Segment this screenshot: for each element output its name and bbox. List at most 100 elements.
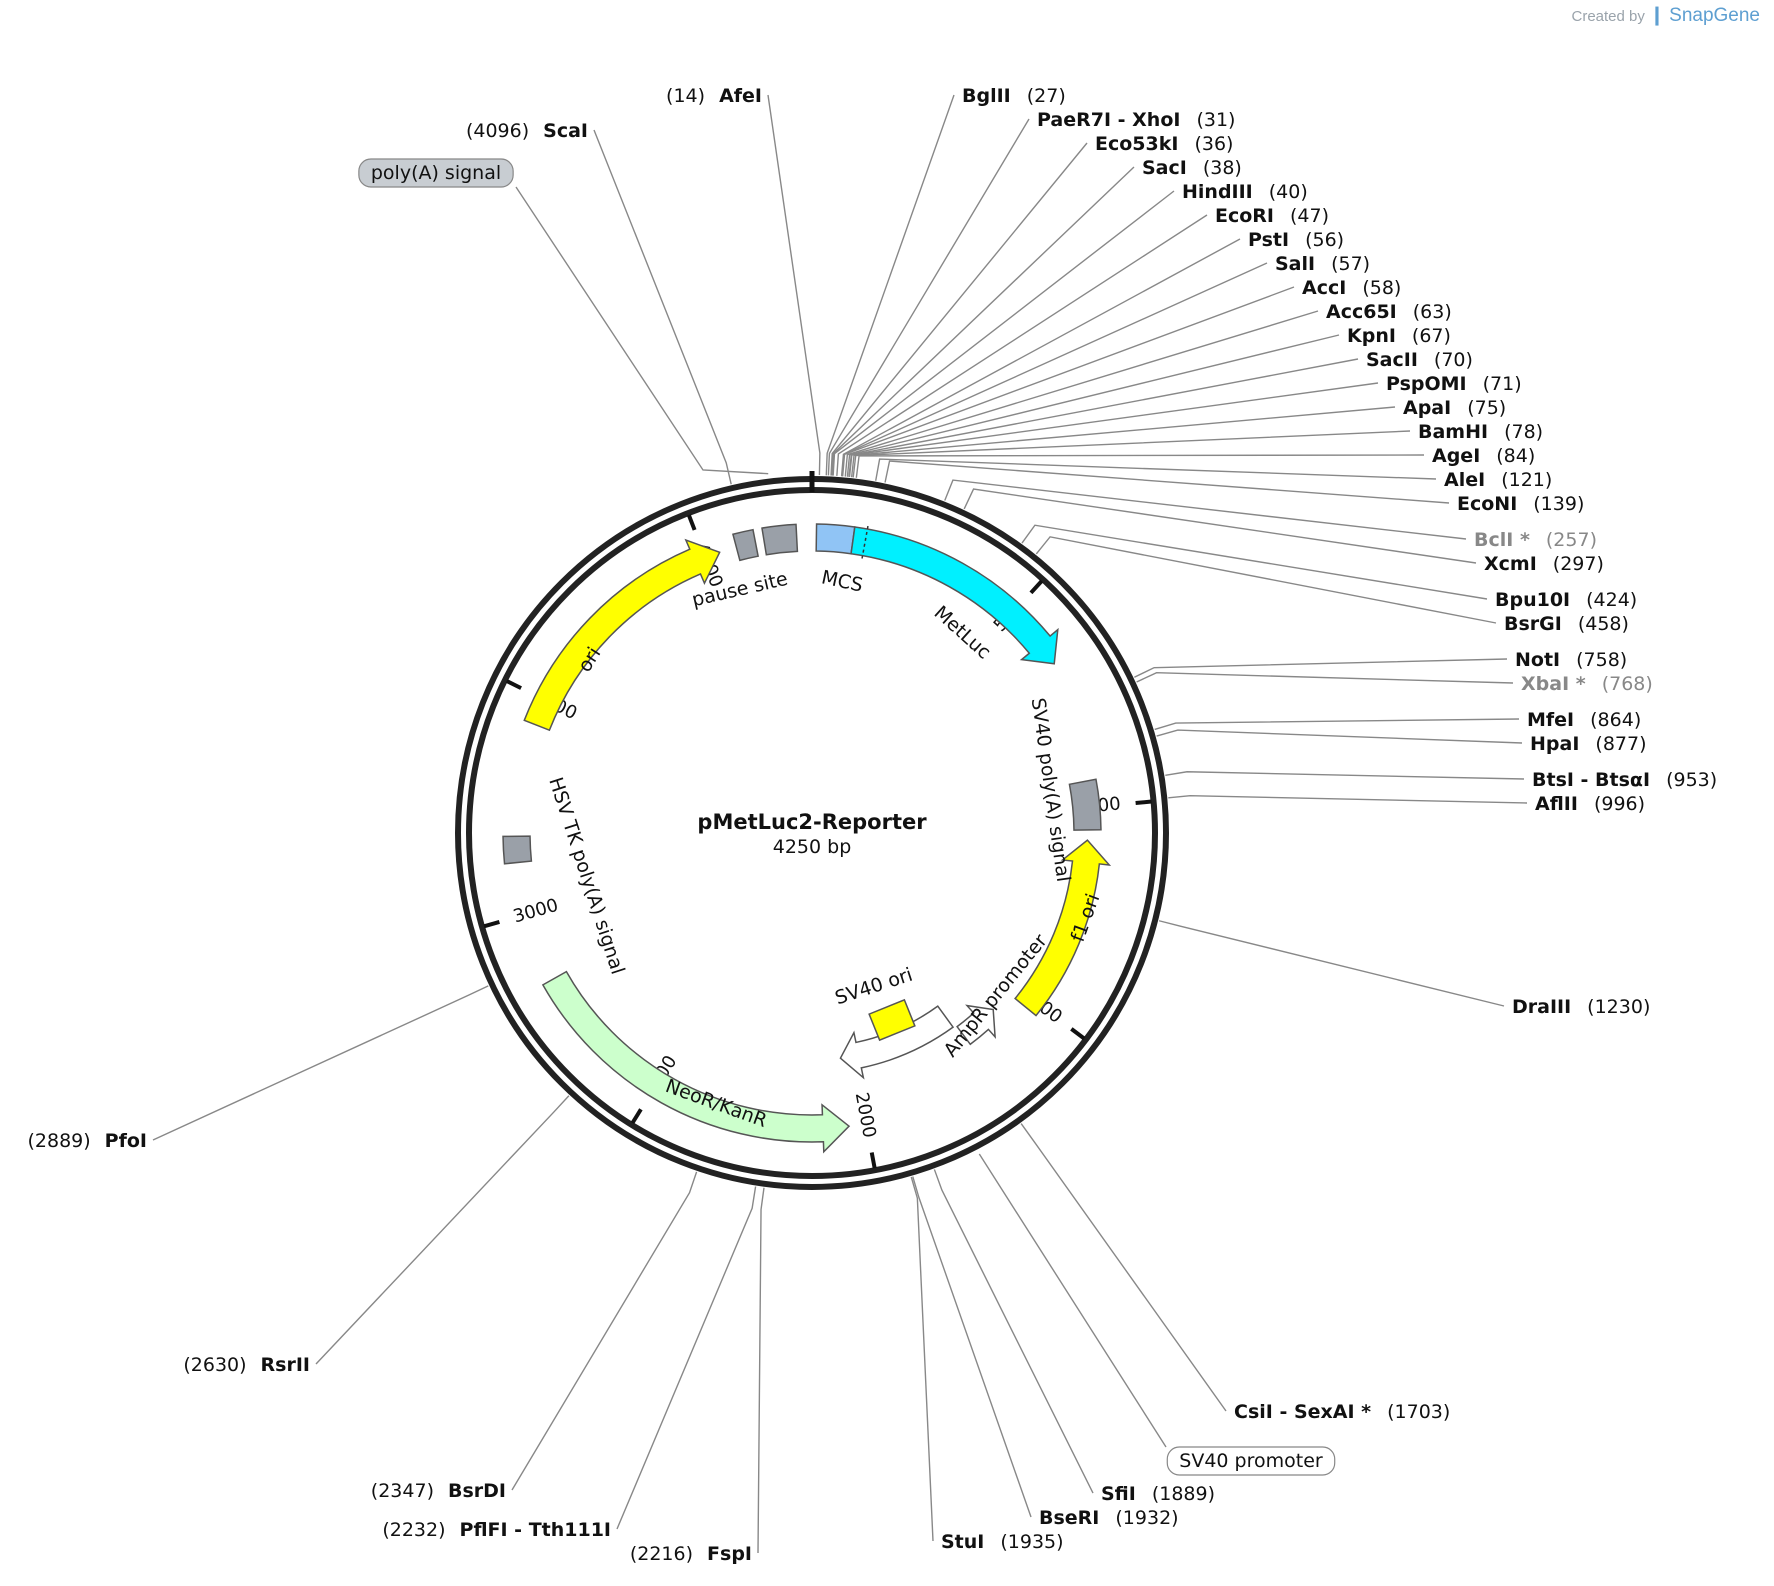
site-text: BclI *: [1474, 529, 1530, 551]
mcs-label: MCS: [819, 566, 864, 596]
sv40-promoter-pill[interactable]: SV40 promoter: [1166, 1446, 1336, 1476]
site-label-eco53ki[interactable]: Eco53kI(36): [1095, 133, 1233, 155]
site-label-bpu10i[interactable]: Bpu10I (424): [1495, 589, 1637, 611]
leader-line-eco53ki: [830, 142, 1088, 476]
plasmid-size: 4250 bp: [773, 836, 852, 858]
sv40-ori-feature: [868, 998, 916, 1042]
site-label-noti[interactable]: NotI(758): [1515, 649, 1627, 671]
site-text: (78): [1504, 421, 1543, 443]
site-label-alei[interactable]: AleI(121): [1444, 469, 1552, 491]
sv40-promoter-pill-leader: [978, 1153, 1167, 1448]
site-text: MfeI: [1527, 709, 1574, 731]
site-label-mfei[interactable]: MfeI(864): [1527, 709, 1641, 731]
site-label-pspomi[interactable]: PspOMI(71): [1386, 373, 1522, 395]
site-label-bcli[interactable]: BclI * (257): [1474, 529, 1597, 551]
site-text: (56): [1305, 229, 1344, 251]
site-label-pfoi[interactable]: (2889)PfoI: [27, 1130, 147, 1152]
site-label-draiii[interactable]: DraIII(1230): [1512, 996, 1650, 1018]
leader-line-bsrdi: [511, 1171, 698, 1491]
site-label-saci[interactable]: SacI(38): [1142, 157, 1242, 179]
leader-line-hpai: [1156, 729, 1523, 744]
tick-3500: [505, 679, 522, 690]
leader-line-econi: [884, 460, 1450, 504]
site-label-agei[interactable]: AgeI(84): [1432, 445, 1535, 467]
site-text: PspOMI: [1386, 373, 1467, 395]
site-text: Eco53kI: [1095, 133, 1178, 155]
site-label-econi[interactable]: EcoNI(139): [1457, 493, 1584, 515]
site-text: Bpu10I: [1495, 589, 1570, 611]
site-label-acci[interactable]: AccI(58): [1302, 277, 1401, 299]
site-text: AccI: [1302, 277, 1346, 299]
site-text: (877): [1595, 733, 1646, 755]
watermark-prefix: Created by: [1571, 8, 1645, 25]
site-text: (139): [1533, 493, 1584, 515]
site-label-hpai[interactable]: HpaI(877): [1530, 733, 1647, 755]
ori-arrow: [523, 538, 721, 732]
site-label-bsrgi[interactable]: BsrGI(458): [1504, 613, 1629, 635]
site-label-sfii[interactable]: SfiI(1889): [1101, 1483, 1215, 1505]
site-label-bseri[interactable]: BseRI(1932): [1039, 1507, 1179, 1529]
tick-2000: [869, 1152, 877, 1169]
leader-line-sfii: [933, 1169, 1094, 1494]
sv40-polya-label: SV40 poly(A) signal: [1027, 697, 1075, 884]
site-label-csii[interactable]: CsiI - SexAI *(1703): [1234, 1401, 1450, 1423]
site-label-bglii[interactable]: BglII(27): [962, 85, 1066, 107]
site-label-scai[interactable]: (4096)ScaI: [466, 120, 588, 142]
site-label-xbai[interactable]: XbaI *(768): [1521, 673, 1653, 695]
leader-line-alei: [875, 458, 1437, 481]
site-text: ScaI: [543, 120, 588, 142]
leader-line-fspi: [757, 1187, 765, 1554]
site-text: SacII: [1366, 349, 1418, 371]
site-text: (768): [1602, 673, 1653, 695]
site-label-xcmi[interactable]: XcmI(297): [1484, 553, 1604, 575]
site-label-bamhi[interactable]: BamHI(78): [1418, 421, 1543, 443]
leader-line-pfoi: [152, 985, 489, 1141]
site-label-pflfi[interactable]: (2232)PflFI - Tth111I: [382, 1519, 611, 1541]
site-label-ecori[interactable]: EcoRI(47): [1215, 205, 1329, 227]
site-label-rsrii[interactable]: (2630)RsrII: [183, 1354, 310, 1376]
ampr-arrow: [839, 1005, 955, 1080]
site-text: CsiI - SexAI *: [1234, 1401, 1371, 1423]
site-text: (257): [1546, 529, 1597, 551]
site-label-afei[interactable]: (14)AfeI: [666, 85, 762, 107]
site-text: (424): [1586, 589, 1637, 611]
leader-line-bamhi: [852, 430, 1411, 478]
site-text: (67): [1412, 325, 1451, 347]
tick-2500: [630, 1108, 643, 1124]
site-label-btsi[interactable]: BtsI - BtsαI(953): [1532, 769, 1717, 791]
site-label-bsrdi[interactable]: (2347)BsrDI: [371, 1480, 506, 1502]
site-text: SalI: [1275, 253, 1315, 275]
tick-label-2000: 2000: [851, 1091, 880, 1140]
site-text: (2347): [371, 1480, 434, 1502]
site-text: BsrGI: [1504, 613, 1562, 635]
site-label-acc65i[interactable]: Acc65I(63): [1326, 301, 1452, 323]
plasmid-name: pMetLuc2-Reporter: [697, 810, 927, 834]
hsv-tk-polya-feature: [502, 835, 533, 865]
hsv-tk-polya-label: HSV TK poly(A) signal: [544, 775, 629, 977]
leader-line-acci: [841, 286, 1295, 477]
site-label-psti[interactable]: PstI(56): [1248, 229, 1344, 251]
site-text: (75): [1467, 397, 1506, 419]
poly-a-signal-pill[interactable]: poly(A) signal: [358, 158, 514, 188]
leader-line-stui: [910, 1176, 934, 1542]
leader-line-csii: [1020, 1123, 1227, 1412]
site-label-aflii[interactable]: AflII(996): [1535, 793, 1645, 815]
site-text: (953): [1666, 769, 1717, 791]
site-text: (2630): [183, 1354, 246, 1376]
site-labels: (14)AfeI BglII(27)PaeR7I - XhoI(31)Eco53k…: [27, 85, 1717, 1565]
site-label-apai[interactable]: ApaI (75): [1403, 397, 1506, 419]
site-label-stui[interactable]: StuI(1935): [941, 1531, 1064, 1553]
neor-kanr-arrow: [541, 970, 851, 1154]
site-label-paer7i[interactable]: PaeR7I - XhoI(31): [1037, 109, 1235, 131]
site-label-sacii[interactable]: SacII(70): [1366, 349, 1473, 371]
site-label-hindiii[interactable]: HindIII(40): [1182, 181, 1308, 203]
site-label-kpni[interactable]: KpnI(67): [1347, 325, 1451, 347]
sv40-promoter-pill-outline: [1166, 1446, 1336, 1476]
site-text: ApaI: [1403, 397, 1451, 419]
site-label-sali[interactable]: SalI(57): [1275, 253, 1370, 275]
site-leader-lines: [152, 94, 1528, 1554]
leader-line-bcli: [944, 479, 1467, 540]
site-label-fspi[interactable]: (2216)FspI: [630, 1543, 752, 1565]
sv40-polya-feature: [1068, 778, 1102, 831]
